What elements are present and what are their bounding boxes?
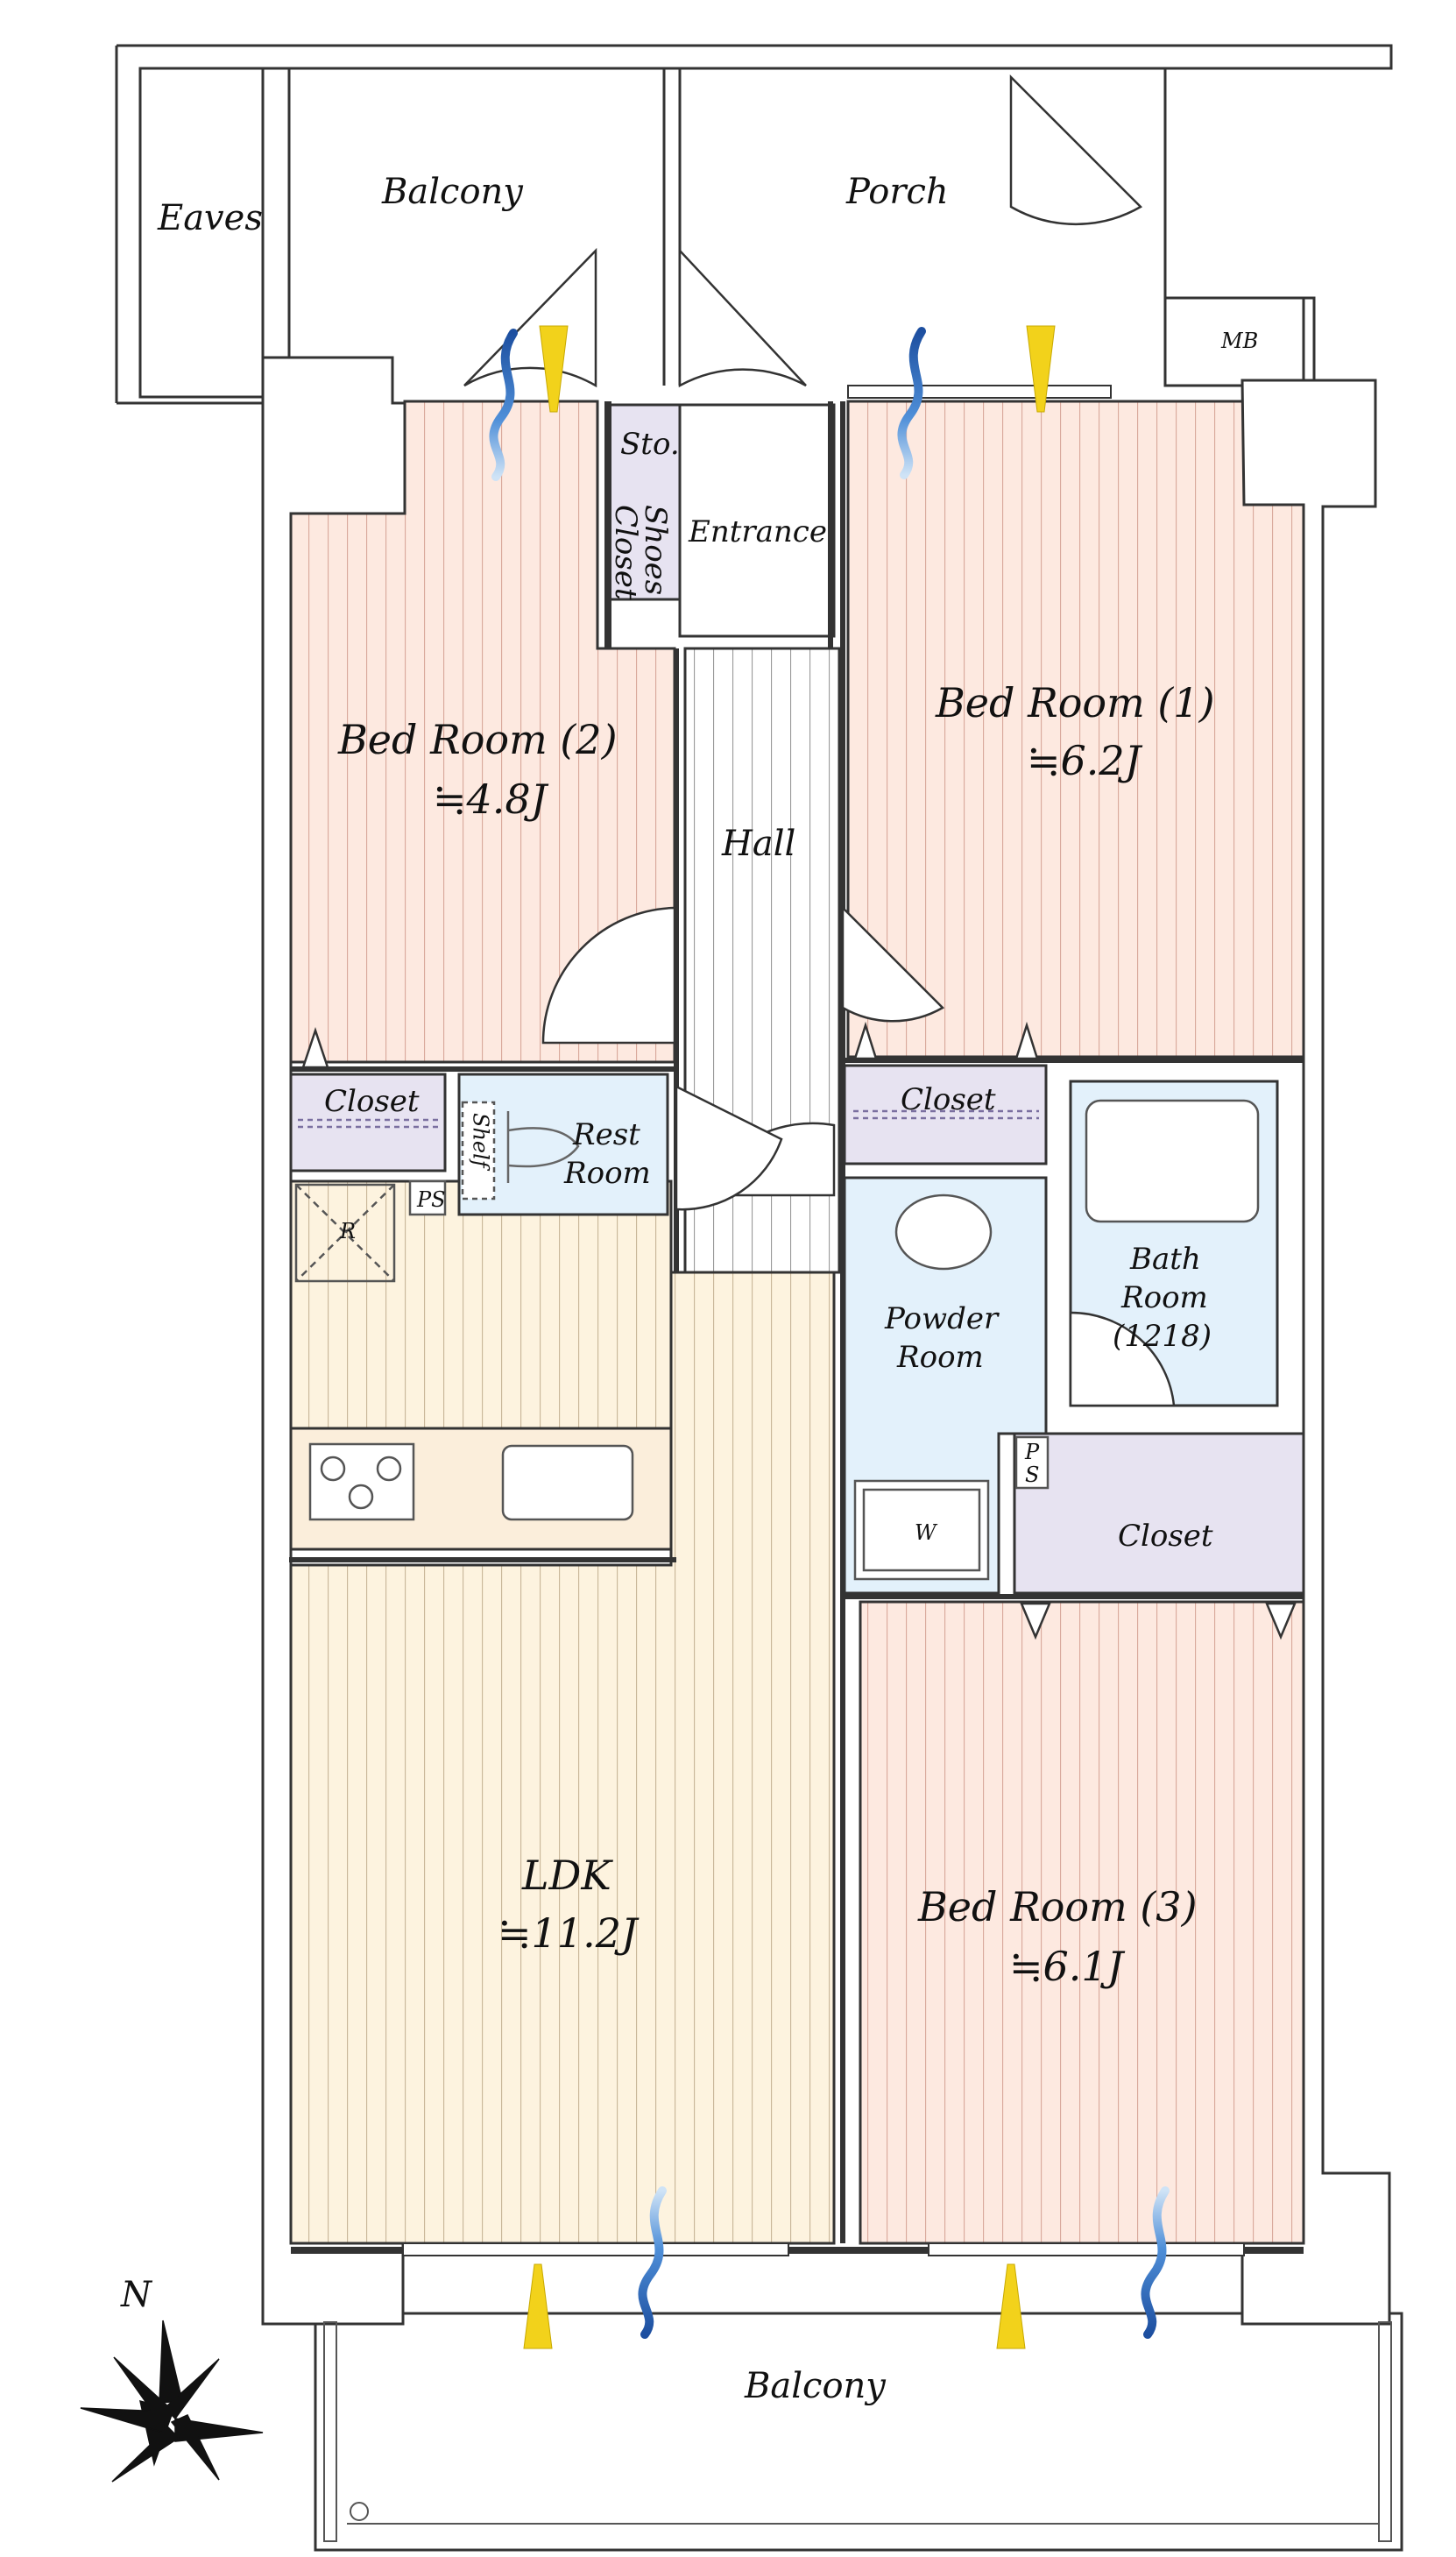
compass-north-label: N [121,2275,152,2315]
bedroom-3-name: Bed Room (3) [918,1883,1198,1930]
bedroom-1-floor [846,400,1305,1059]
exterior-outline [115,44,1393,405]
refrigerator-box [294,1183,396,1283]
ps-right-label-2: S [1025,1463,1040,1487]
bedroom-1-size: ≒6.2J [1027,737,1141,784]
restroom-label-1: Rest [573,1117,640,1152]
bedroom-3-size: ≒6.1J [1009,1943,1124,1990]
wind-arrows [489,327,1170,2339]
bath-label-1: Bath [1130,1242,1201,1277]
door-restroom [675,1084,783,1211]
closet-marker-3 [1014,1021,1039,1060]
closet-left-floor [287,1073,447,1172]
closet-right-label: Closet [1118,1519,1213,1554]
closet-marker-1 [301,1027,329,1069]
closet-marker-2 [853,1021,878,1060]
bedroom-2-size: ≒4.8J [433,776,548,823]
shelf-label: Shelf [468,1113,493,1168]
kitchen-sink [501,1444,634,1521]
wash-basin [894,1194,993,1271]
hall-label: Hall [722,824,796,864]
bath-label-2: Room [1121,1280,1208,1315]
bedroom-2-name: Bed Room (2) [338,716,618,763]
washer-pan [853,1479,990,1581]
door-bed2 [541,906,676,1045]
powder-room-label-1: Powder [885,1301,999,1336]
balcony-top-label: Balcony [382,172,523,212]
compass-rose [80,2320,264,2483]
shoes-closet-label-2: Closet [608,505,644,600]
washer-label: W [915,1520,937,1545]
entrance-floor [678,403,836,638]
closet-mid-label: Closet [901,1082,996,1117]
bathtub [1085,1099,1260,1223]
closet-right-floor [1013,1432,1305,1595]
ps-box-right [1014,1435,1050,1490]
ps-left-label: PS [417,1187,446,1212]
shoes-closet-floor [606,403,682,601]
ps-box-left [408,1179,447,1216]
storage-label: Sto. [620,427,680,462]
doors [301,74,1297,1640]
door-bath [1069,1311,1176,1407]
door-porch [1009,74,1143,226]
stove [308,1442,415,1521]
refrigerator-label: R [340,1219,357,1243]
closet-left-label: Closet [324,1084,420,1119]
balcony-bottom-outline [314,2312,1403,2552]
bath-label-3: (1218) [1113,1319,1212,1354]
sunlight-markers [523,325,1056,2349]
closet-mid-floor [843,1064,1048,1165]
closet-marker-4 [1020,1602,1051,1640]
mb-label: MB [1221,329,1259,353]
ps-right-label-1: P [1025,1440,1040,1464]
door-entrance [678,247,807,388]
ldk-name: LDK [522,1852,611,1899]
balcony-rail [323,2321,1392,2542]
powder-room-label-2: Room [897,1340,984,1375]
entrance-label: Entrance [689,514,827,549]
bedroom-1-name: Bed Room (1) [936,679,1215,726]
balcony-bottom-label: Balcony [745,2366,886,2406]
door-balcony-top [463,247,597,388]
eaves-label: Eaves [158,198,263,238]
shoes-closet-label-1: Shoes [638,505,674,596]
restroom-label-2: Room [564,1156,651,1191]
porch-label: Porch [846,172,949,212]
fixtures [294,1099,1260,1581]
ldk-size: ≒11.2J [498,1909,638,1957]
closet-marker-5 [1265,1602,1297,1640]
door-bed1 [841,904,945,1023]
toilet [506,1111,580,1183]
